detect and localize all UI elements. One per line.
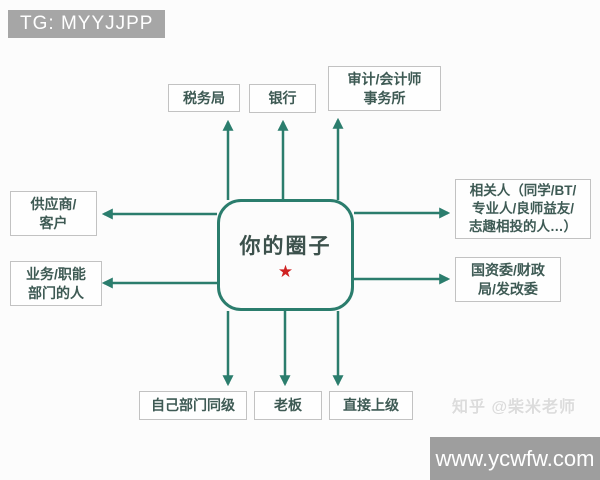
node-bank: 银行 — [249, 84, 316, 113]
node-direct-superior: 直接上级 — [329, 391, 413, 420]
star-icon: ★ — [277, 262, 294, 281]
node-business-functional-dept: 业务/职能 部门的人 — [10, 261, 102, 306]
node-boss: 老板 — [254, 391, 322, 420]
node-suppliers-customers: 供应商/ 客户 — [10, 191, 97, 236]
node-tax-bureau: 税务局 — [168, 84, 240, 112]
center-node-your-circle: 你的圈子 ★ — [217, 199, 354, 311]
node-related-people: 相关人（同学/BT/ 专业人/良师益友/ 志趣相投的人…） — [455, 179, 591, 239]
node-own-dept-peers: 自己部门同级 — [139, 391, 247, 420]
website-watermark-banner: www.ycwfw.com — [430, 437, 600, 480]
node-sasac-finance-ndrc: 国资委/财政 局/发改委 — [455, 257, 561, 302]
top-left-watermark-banner: TG: MYYJJPP — [8, 10, 166, 38]
zhihu-credit-watermark: 知乎 @柴米老师 — [452, 399, 577, 416]
center-node-label: 你的圈子 — [239, 235, 332, 258]
node-audit-accounting-firm: 审计/会计师 事务所 — [328, 66, 441, 111]
